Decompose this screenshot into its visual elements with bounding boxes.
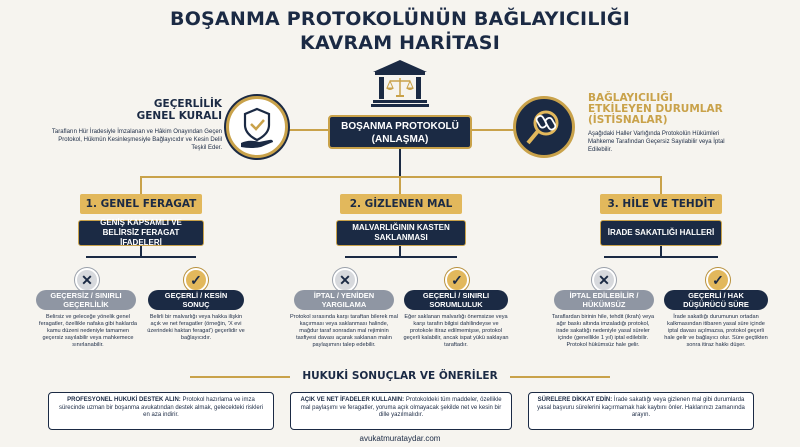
- branch-1-sub: GENİŞ KAPSAMLI VE BELİRSİZ FERAGAT İFADE…: [78, 218, 204, 247]
- branch-2-pos-text: Eğer saklanan malvarlığı önemsizse veya …: [403, 314, 509, 348]
- branch-2-ribbon: 2. GİZLENEN MAL: [340, 194, 462, 214]
- branch-1-ribbon: 1. GENEL FERAGAT: [80, 194, 202, 214]
- branch-2-neg-label: İPTAL / YENİDEN YARGILAMA: [294, 290, 394, 310]
- shield-check-hand-icon: [226, 96, 288, 158]
- right-rule-text: Aşağıdaki Haller Varlığında Protokolün H…: [588, 131, 725, 153]
- center-title-line2: (ANLAŞMA): [371, 134, 429, 145]
- result-2-text: Protokoldeki tüm maddeler, özellikle mal…: [300, 397, 502, 418]
- branch-1-split-v: [140, 246, 142, 256]
- result-box-3: SÜRELERE DİKKAT EDİN: İrade sakatlığı ve…: [528, 392, 754, 430]
- diagram-title-line2: KAVRAM HARİTASI: [300, 32, 500, 54]
- diagram-title-line1: BOŞANMA PROTOKOLÜNÜN BAĞLAYICILIĞI: [170, 8, 630, 30]
- branch-3-pos-text: İrade sakatlığı durumunun ortadan kalkma…: [664, 314, 768, 348]
- branch-2-split-v: [399, 246, 401, 256]
- result-1-bold: PROFESYONEL HUKUKİ DESTEK ALIN:: [67, 397, 181, 403]
- branch-1-x-icon: ✕: [75, 268, 99, 292]
- results-title: HUKUKİ SONUÇLAR VE ÖNERİLER: [290, 368, 510, 384]
- branch-1-pos-text: Belirli bir malvarlığı veya hakka ilişki…: [147, 314, 245, 341]
- branch-2-drop: [399, 176, 401, 194]
- branch-1-check-icon: ✓: [184, 268, 208, 292]
- center-protocol-box: BOŞANMA PROTOKOLÜ (ANLAŞMA): [328, 115, 472, 149]
- branch-1-neg-text: Belirsiz ve geleceğe yönelik genel ferag…: [39, 314, 137, 348]
- left-rule-title: GEÇERLİLİK GENEL KURALI: [124, 98, 222, 122]
- branch-2-x-icon: ✕: [333, 268, 357, 292]
- right-rule-title-line2: ETKİLEYEN DURUMLAR: [588, 103, 723, 115]
- branch-3-pos-label: GEÇERLİ / HAK DÜŞÜRÜCÜ SÜRE: [664, 290, 768, 310]
- left-rule-title-line2: GENEL KURALI: [136, 110, 222, 122]
- branch-3-ribbon: 3. HİLE VE TEHDİT: [600, 194, 722, 214]
- branch-3-neg-text: Taraflardan birinin hile, tehdit (ikrah)…: [551, 314, 655, 348]
- result-3-text: İrade sakatlığı veya gizlenen mal gibi d…: [537, 397, 745, 418]
- left-rule-text: Tarafların Hür İradesiyle İmzalanan ve H…: [51, 129, 222, 151]
- result-1-text: Protokol hazırlama ve imza sürecinde uzm…: [58, 397, 264, 418]
- branch-3-drop: [660, 176, 662, 194]
- result-box-2: AÇIK VE NET İFADELER KULLANIN: Protokold…: [290, 392, 512, 430]
- branch-1-drop: [140, 176, 142, 194]
- tree-branch-line: [140, 176, 662, 178]
- result-box-1: PROFESYONEL HUKUKİ DESTEK ALIN: Protokol…: [48, 392, 274, 430]
- branch-2-check-icon: ✓: [445, 268, 469, 292]
- branch-2-neg-text: Protokol sırasında karşı taraftan bilere…: [290, 314, 398, 348]
- branch-1-pos-label: GEÇERLİ / KESİN SONUÇ: [148, 290, 244, 310]
- right-rule-title-line1: BAĞLAYICILIĞI: [588, 92, 673, 104]
- tree-trunk-line: [399, 149, 401, 177]
- branch-2-sub: MALVARLIĞININ KASTEN SAKLANMASI: [336, 220, 466, 246]
- branch-2-split-h: [345, 256, 457, 258]
- branch-1-neg-label: GEÇERSİZ / SINIRLI GEÇERLİLİK: [36, 290, 136, 310]
- branch-3-check-icon: ✓: [706, 268, 730, 292]
- left-rule-title-line1: GEÇERLİLİK: [153, 98, 222, 110]
- right-rule-title-line3: (İSTİSNALAR): [588, 114, 668, 126]
- branch-3-neg-label: İPTAL EDİLEBİLİR / HÜKÜMSÜZ: [554, 290, 654, 310]
- broken-chain-magnifier-icon: [513, 96, 575, 158]
- branch-3-sub: İRADE SAKATLIĞI HALLERİ: [600, 220, 722, 246]
- branch-1-split-h: [86, 256, 196, 258]
- branch-3-split-h: [604, 256, 718, 258]
- result-3-bold: SÜRELERE DİKKAT EDİN:: [537, 397, 613, 403]
- branch-3-x-icon: ✕: [592, 268, 616, 292]
- branch-2-pos-label: GEÇERLİ / SINIRLI SORUMLULUK: [404, 290, 508, 310]
- footer-website[interactable]: avukatmurataydar.com: [359, 434, 441, 443]
- center-title-line1: BOŞANMA PROTOKOLÜ: [341, 121, 459, 132]
- courthouse-icon: [371, 58, 429, 108]
- result-2-bold: AÇIK VE NET İFADELER KULLANIN:: [300, 397, 405, 403]
- branch-3-split-v: [660, 246, 662, 256]
- right-rule-title: BAĞLAYICILIĞI ETKİLEYEN DURUMLAR (İSTİSN…: [588, 93, 738, 126]
